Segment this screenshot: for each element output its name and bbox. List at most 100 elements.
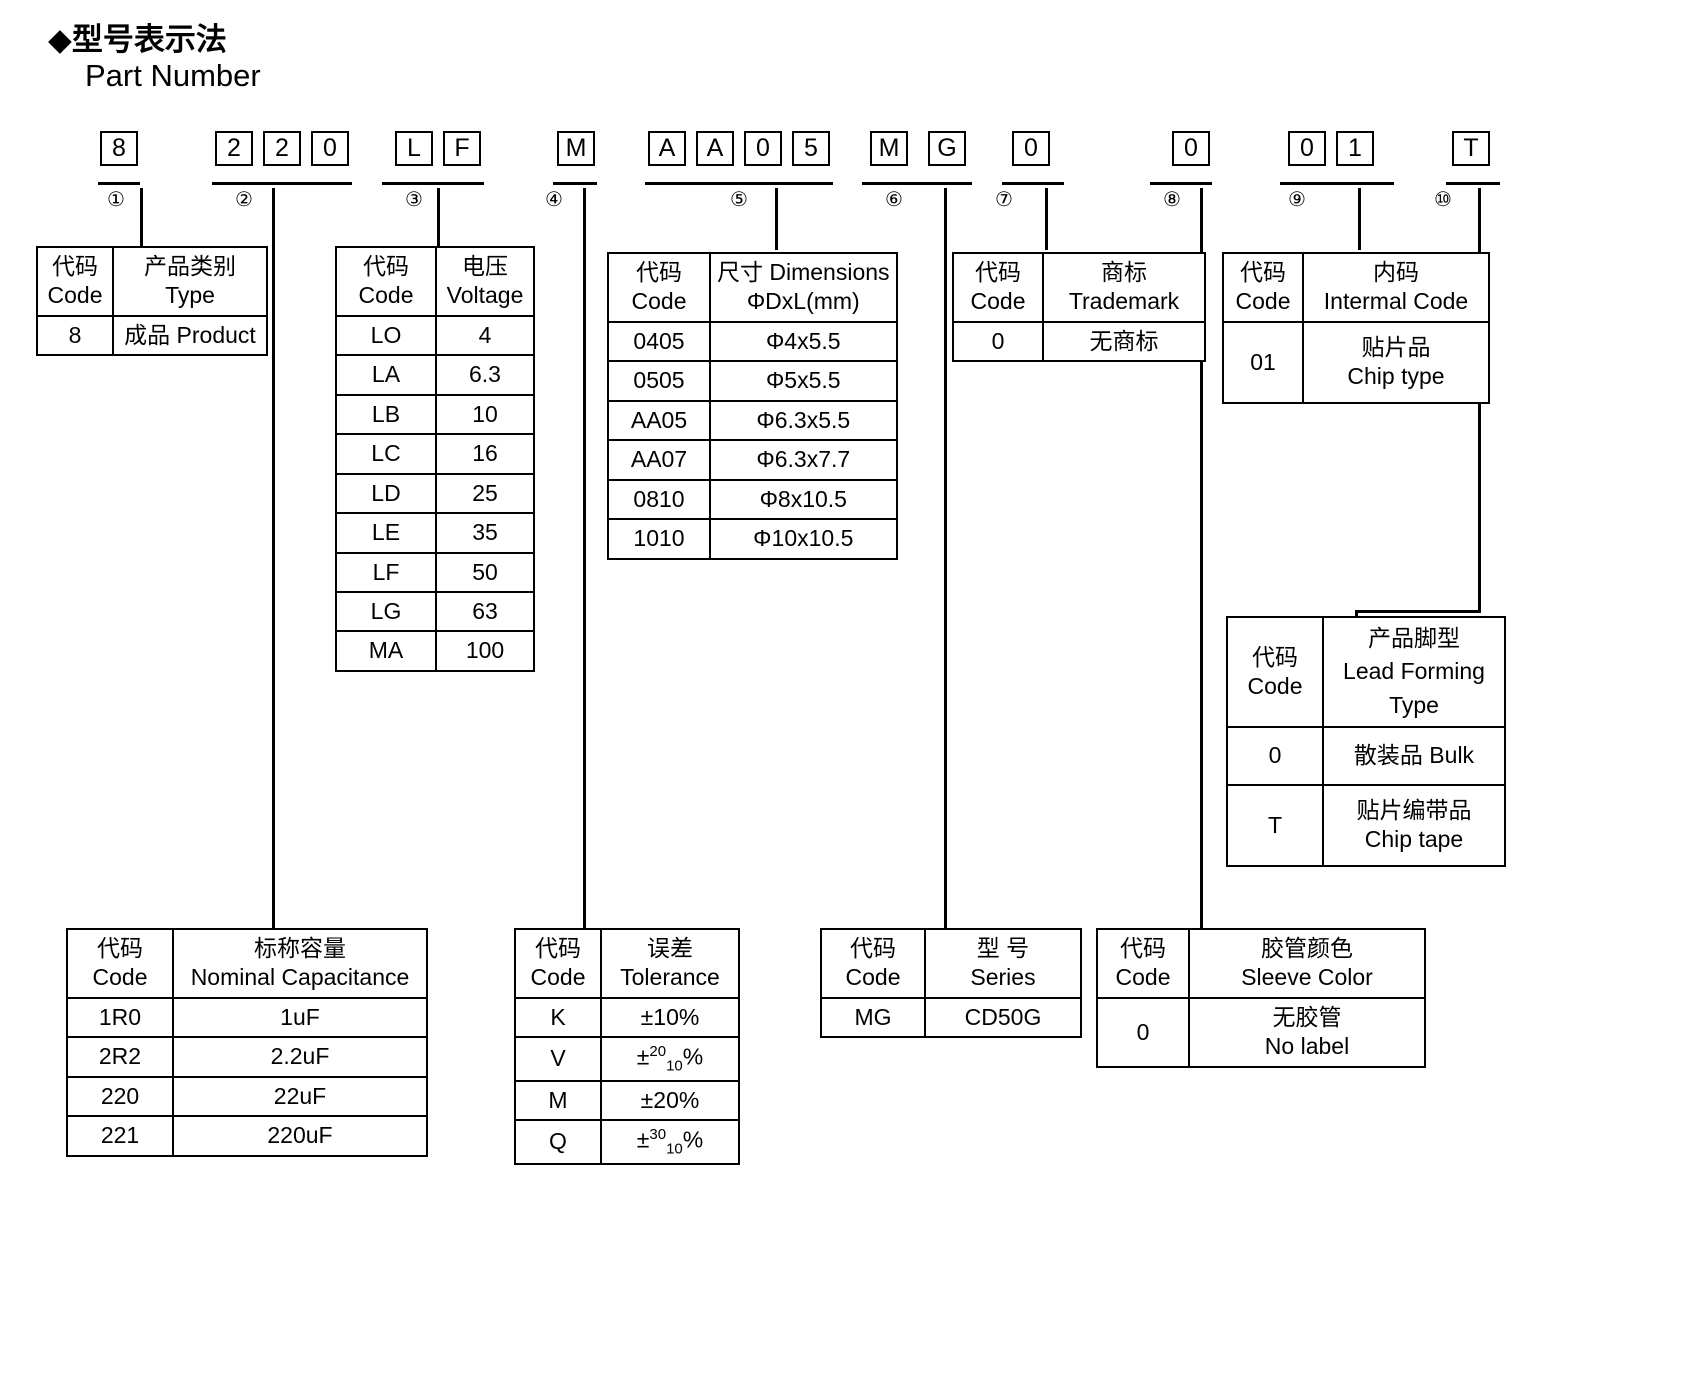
table-row: 代码 Code 胶管颜色 Sleeve Color xyxy=(1096,928,1426,999)
cell-code: LB xyxy=(335,393,437,436)
header-code: 代码 Code xyxy=(607,252,711,323)
header-code: 代码 Code xyxy=(514,928,602,999)
cell-code: 1R0 xyxy=(66,996,174,1039)
header-code-cn: 代码 xyxy=(1240,259,1286,285)
header-code-cn: 代码 xyxy=(850,935,896,961)
table-row: MG CD50G xyxy=(820,996,1082,1039)
page-title-en: Part Number xyxy=(85,58,261,93)
group-index-2: ② xyxy=(235,189,253,211)
header-code-en: Code xyxy=(358,282,414,309)
header-code-cn: 代码 xyxy=(636,259,682,285)
table-row: 代码 Code 商标 Trademark xyxy=(952,252,1206,323)
tolerance-sup: 20 xyxy=(649,1043,667,1061)
cell-value-cn: 贴片编带品 xyxy=(1356,797,1472,824)
header-code-en: Code xyxy=(47,282,103,309)
cell-value: Φ5x5.5 xyxy=(709,360,898,402)
cell-code: LC xyxy=(335,433,437,475)
cell-code: LD xyxy=(335,472,437,515)
header-code-en: Code xyxy=(1247,673,1303,700)
table-row: 代码 Code 电压 Voltage xyxy=(335,246,535,317)
code-box-3-1: L xyxy=(395,131,433,166)
table-row: 8 成品 Product xyxy=(36,314,268,357)
cell-value: 25 xyxy=(435,472,535,515)
cell-value: Φ10x10.5 xyxy=(709,518,898,560)
code-box-5-1: A xyxy=(648,131,686,166)
header-code: 代码 Code xyxy=(1222,252,1304,323)
cell-value: ±10% xyxy=(600,996,740,1039)
cell-value: 10 xyxy=(435,393,535,436)
cell-code: 2R2 xyxy=(66,1036,174,1078)
header-value-en: Lead Forming xyxy=(1343,658,1485,685)
table-row: K ±10% xyxy=(514,996,740,1039)
code-box-9-2: 1 xyxy=(1336,131,1374,166)
cell-code: T xyxy=(1226,784,1324,867)
group-underline-2 xyxy=(212,182,352,185)
header-code: 代码 Code xyxy=(66,928,174,999)
cell-value-en: Chip type xyxy=(1347,363,1445,390)
header-value-cn: 型 号 xyxy=(976,935,1030,961)
table-row: 代码 Code 产品脚型 Lead Forming Type xyxy=(1226,615,1506,729)
header-code: 代码 Code xyxy=(36,246,114,317)
leader-line-5 xyxy=(775,188,778,250)
code-box-5-3: 0 xyxy=(744,131,782,166)
cell-value: 2.2uF xyxy=(172,1036,428,1078)
cell-code: Q xyxy=(514,1119,602,1165)
cell-value: 6.3 xyxy=(435,354,535,396)
table-row: 代码 Code 尺寸 Dimensions ΦDxL(mm) xyxy=(607,252,898,323)
group-underline-3 xyxy=(382,182,484,185)
cell-value: CD50G xyxy=(924,996,1082,1039)
table-lead-forming: 代码 Code 产品脚型 Lead Forming Type 0 散装品 Bul… xyxy=(1226,615,1506,867)
cell-code: 221 xyxy=(66,1115,174,1157)
leader-line-4 xyxy=(583,188,586,928)
header-value-en: ΦDxL(mm) xyxy=(746,288,860,315)
group-index-6: ⑥ xyxy=(885,189,903,211)
leader-line-10-drop xyxy=(1355,610,1358,618)
tolerance-value: ± xyxy=(636,1126,650,1153)
header-value-cn: 电压 xyxy=(462,253,508,279)
group-underline-5 xyxy=(645,182,833,185)
cell-code: LG xyxy=(335,590,437,633)
header-value-cn: 商标 xyxy=(1101,259,1147,285)
leader-line-9 xyxy=(1358,188,1361,250)
cell-value-en: No label xyxy=(1264,1033,1350,1060)
header-code-en: Code xyxy=(845,964,901,991)
cell-code: M xyxy=(514,1079,602,1122)
tolerance-value: ± xyxy=(636,1043,650,1070)
cell-value: Φ6.3x7.7 xyxy=(709,439,898,481)
header-value: 产品类别 Type xyxy=(112,246,268,317)
cell-value: Φ4x5.5 xyxy=(709,320,898,363)
cell-code: 0810 xyxy=(607,478,711,521)
header-code: 代码 Code xyxy=(952,252,1044,323)
header-code-cn: 代码 xyxy=(1252,643,1298,670)
cell-code: 1010 xyxy=(607,518,711,560)
code-box-3-2: F xyxy=(443,131,481,166)
cell-value: 50 xyxy=(435,551,535,593)
cell-value-cn: 贴片品 xyxy=(1361,333,1431,360)
table-type: 代码 Code 产品类别 Type 8 成品 Product xyxy=(36,246,268,357)
group-underline-6 xyxy=(862,182,972,185)
cell-code: LA xyxy=(335,354,437,396)
header-value: 型 号 Series xyxy=(924,928,1082,999)
group-index-3: ③ xyxy=(405,189,423,211)
group-underline-8 xyxy=(1150,182,1212,185)
header-value-en: Type xyxy=(165,282,215,309)
table-row: 0 无胶管 No label xyxy=(1096,996,1426,1068)
header-value-cn: 产品脚型 xyxy=(1368,625,1460,651)
cell-value: 4 xyxy=(435,314,535,357)
group-index-7: ⑦ xyxy=(995,189,1013,211)
cell-code: LF xyxy=(335,551,437,593)
header-value: 产品脚型 Lead Forming Type xyxy=(1322,615,1506,729)
code-box-1-1: 8 xyxy=(100,131,138,166)
leader-line-8 xyxy=(1200,188,1203,928)
header-value-en: Voltage xyxy=(446,282,524,309)
cell-code: 8 xyxy=(36,314,114,357)
group-underline-4 xyxy=(553,182,597,185)
header-code-cn: 代码 xyxy=(1120,935,1166,961)
